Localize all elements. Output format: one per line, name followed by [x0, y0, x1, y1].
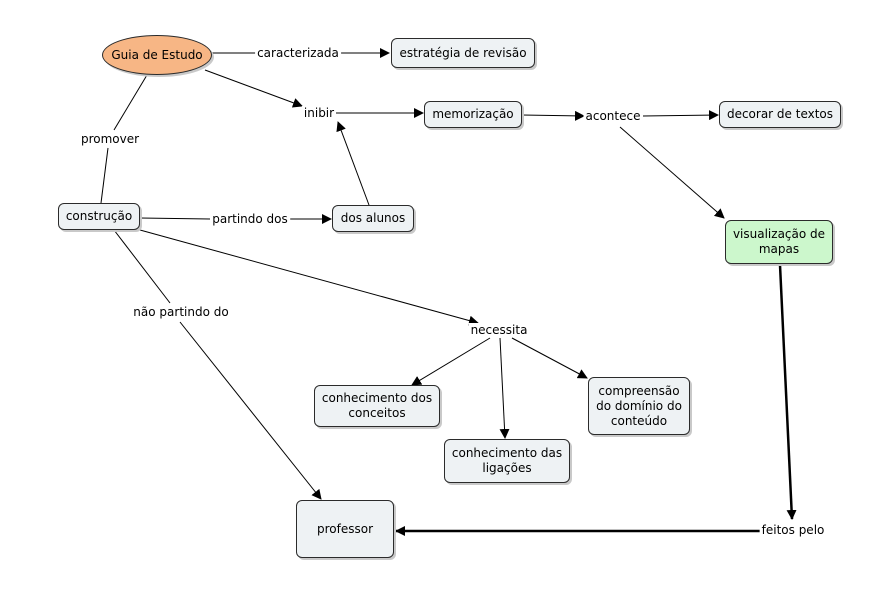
node-conhecimento-das-ligacoes[interactable]: conhecimento das ligações — [444, 439, 570, 483]
link-feitos-pelo[interactable]: feitos pelo — [759, 523, 827, 537]
edge-alunos-inibir — [336, 121, 370, 206]
node-visualizacao-de-mapas[interactable]: visualização de mapas — [725, 220, 833, 264]
edge-naopartindo-professor — [179, 321, 322, 500]
link-acontece[interactable]: acontece — [583, 109, 643, 123]
edge-necessita-conceitos — [411, 337, 491, 386]
link-caracterizada[interactable]: caracterizada — [255, 46, 341, 60]
link-promover[interactable]: promover — [78, 132, 142, 146]
node-guia-de-estudo[interactable]: Guia de Estudo — [102, 35, 212, 75]
node-construcao[interactable]: construção — [58, 203, 140, 230]
edge-necessita-compreensao — [511, 337, 588, 379]
edge-promover-construcao — [100, 147, 109, 204]
link-partindo-dos[interactable]: partindo dos — [210, 212, 290, 226]
edge-construcao-naopartindo — [113, 229, 171, 304]
node-dos-alunos[interactable]: dos alunos — [332, 205, 414, 232]
node-professor[interactable]: professor — [296, 500, 394, 558]
link-nao-partindo-do[interactable]: não partindo do — [131, 305, 231, 319]
node-conhecimento-dos-conceitos[interactable]: conhecimento dos conceitos — [314, 385, 440, 427]
node-compreensao-do-dominio[interactable]: compreensão do domínio do conteúdo — [588, 377, 690, 435]
edge-visualizacao-feitospelo — [778, 264, 797, 520]
link-inibir[interactable]: inibir — [301, 106, 337, 120]
edge-guia-promover — [113, 74, 148, 131]
node-decorar-de-textos[interactable]: decorar de textos — [719, 101, 841, 128]
edge-acontece-visualizacao — [619, 126, 725, 219]
node-memorizacao[interactable]: memorização — [424, 101, 522, 128]
edge-construcao-partindo — [139, 217, 211, 220]
node-estrategia-de-revisao[interactable]: estratégia de revisão — [391, 38, 535, 68]
edge-acontece-decorar — [642, 110, 719, 121]
edge-guia-inibir — [204, 69, 303, 108]
edge-memorizacao-acontece — [521, 110, 585, 121]
edge-construcao-necessita — [139, 229, 479, 326]
edge-necessita-ligacoes — [499, 337, 510, 439]
link-necessita[interactable]: necessita — [468, 323, 530, 337]
